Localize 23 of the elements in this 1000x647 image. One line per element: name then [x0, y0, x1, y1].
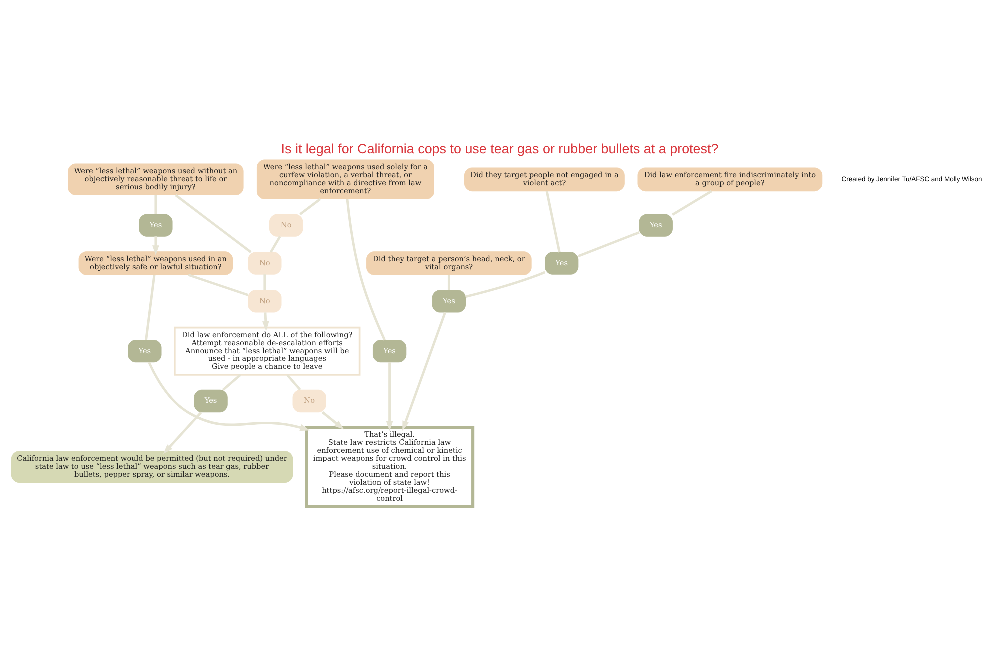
- connector: [145, 275, 156, 340]
- connector: [346, 199, 386, 341]
- connector: [154, 195, 158, 214]
- connector: [264, 274, 266, 290]
- connector: [672, 190, 713, 216]
- connector: [188, 274, 249, 296]
- connector: [175, 194, 252, 254]
- arrow: [322, 411, 344, 430]
- diagram-title: Is it legal for California cops to use tear gas or rubber bullets at a protest?: [281, 142, 719, 157]
- arrow: [402, 312, 447, 431]
- connector: [465, 271, 546, 298]
- connector: [270, 236, 282, 253]
- connector: [578, 232, 640, 258]
- arrow: [152, 236, 160, 256]
- arrow: [148, 362, 310, 432]
- arrow: [386, 362, 394, 432]
- arrow: [163, 412, 202, 454]
- connector: [546, 191, 561, 253]
- connector: [222, 374, 242, 392]
- connector: [286, 374, 302, 391]
- connector: [448, 275, 450, 290]
- connector: [300, 198, 322, 216]
- arrow: [262, 312, 270, 332]
